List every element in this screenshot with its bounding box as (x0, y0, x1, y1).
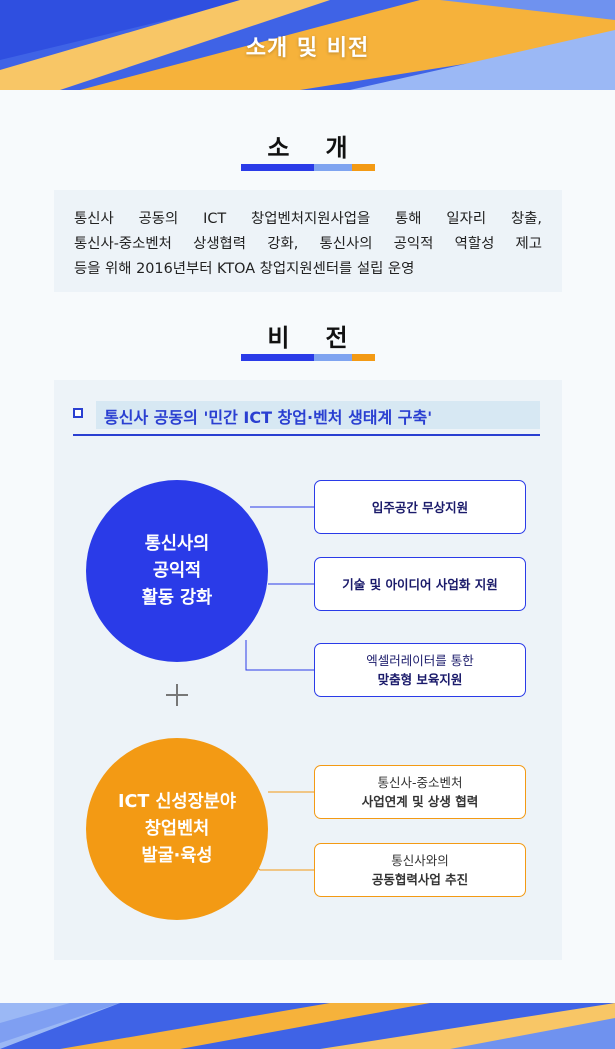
blue-item-3: 엑셀러레이터를 통한 맞춤형 보육지원 (314, 643, 526, 697)
pill-text: 공동협력사업 추진 (371, 872, 469, 887)
banner-title: 소개 및 비전 (245, 36, 370, 61)
intro-line: 등을 위해 2016년부터 KTOA 창업지원센터를 설립 운영 (74, 261, 415, 277)
intro-line: 통신사 공동의 ICT 창업벤처지원사업을 통해 일자리 창출, (74, 211, 542, 227)
orange-circle: ICT 신성장분야 창업벤처 발굴·육성 (86, 738, 268, 920)
circle-line: ICT 신성장분야 (118, 791, 236, 812)
blue-circle: 통신사의 공익적 활동 강화 (86, 480, 268, 662)
vision-title-bar (96, 401, 540, 429)
pill-text: 통신사와의 (391, 853, 449, 868)
vision-title: 통신사 공동의 '민간 ICT 창업·벤처 생태계 구축' (104, 408, 433, 427)
blue-item-1: 입주공간 무상지원 (314, 480, 526, 534)
pill-text: 통신사-중소벤처 (377, 775, 463, 790)
circle-line: 통신사의 (144, 533, 210, 554)
top-banner: 소개 및 비전 (0, 0, 615, 90)
bottom-banner-decoration (0, 1003, 615, 1049)
intro-line: 통신사-중소벤처 상생협력 강화, 통신사의 공익적 역할성 제고 (74, 236, 542, 252)
intro-heading-underline (241, 164, 375, 171)
square-bullet-icon (73, 408, 83, 418)
plus-icon (166, 684, 188, 706)
pill-text: 사업연계 및 상생 협력 (361, 794, 479, 809)
circle-line: 창업벤처 (144, 818, 210, 839)
intro-text-box: 통신사 공동의 ICT 창업벤처지원사업을 통해 일자리 창출, 통신사-중소벤… (54, 190, 562, 292)
pill-text: 엑셀러레이터를 통한 (366, 653, 474, 668)
vision-heading: 비전 (267, 324, 384, 352)
circle-line: 공익적 (152, 560, 202, 581)
vision-heading-underline (241, 354, 375, 361)
banner-decoration (0, 0, 615, 90)
intro-heading: 소개 (267, 134, 384, 162)
orange-item-1: 통신사-중소벤처 사업연계 및 상생 협력 (314, 765, 526, 819)
pill-text: 입주공간 무상지원 (371, 499, 469, 515)
circle-line: 활동 강화 (141, 587, 213, 608)
pill-text: 기술 및 아이디어 사업화 지원 (342, 576, 498, 592)
vision-title-rule (73, 434, 540, 436)
circle-line: 발굴·육성 (141, 845, 213, 866)
pill-text: 맞춤형 보육지원 (377, 672, 463, 687)
orange-item-2: 통신사와의 공동협력사업 추진 (314, 843, 526, 897)
bottom-banner (0, 1003, 615, 1049)
blue-item-2: 기술 및 아이디어 사업화 지원 (314, 557, 526, 611)
